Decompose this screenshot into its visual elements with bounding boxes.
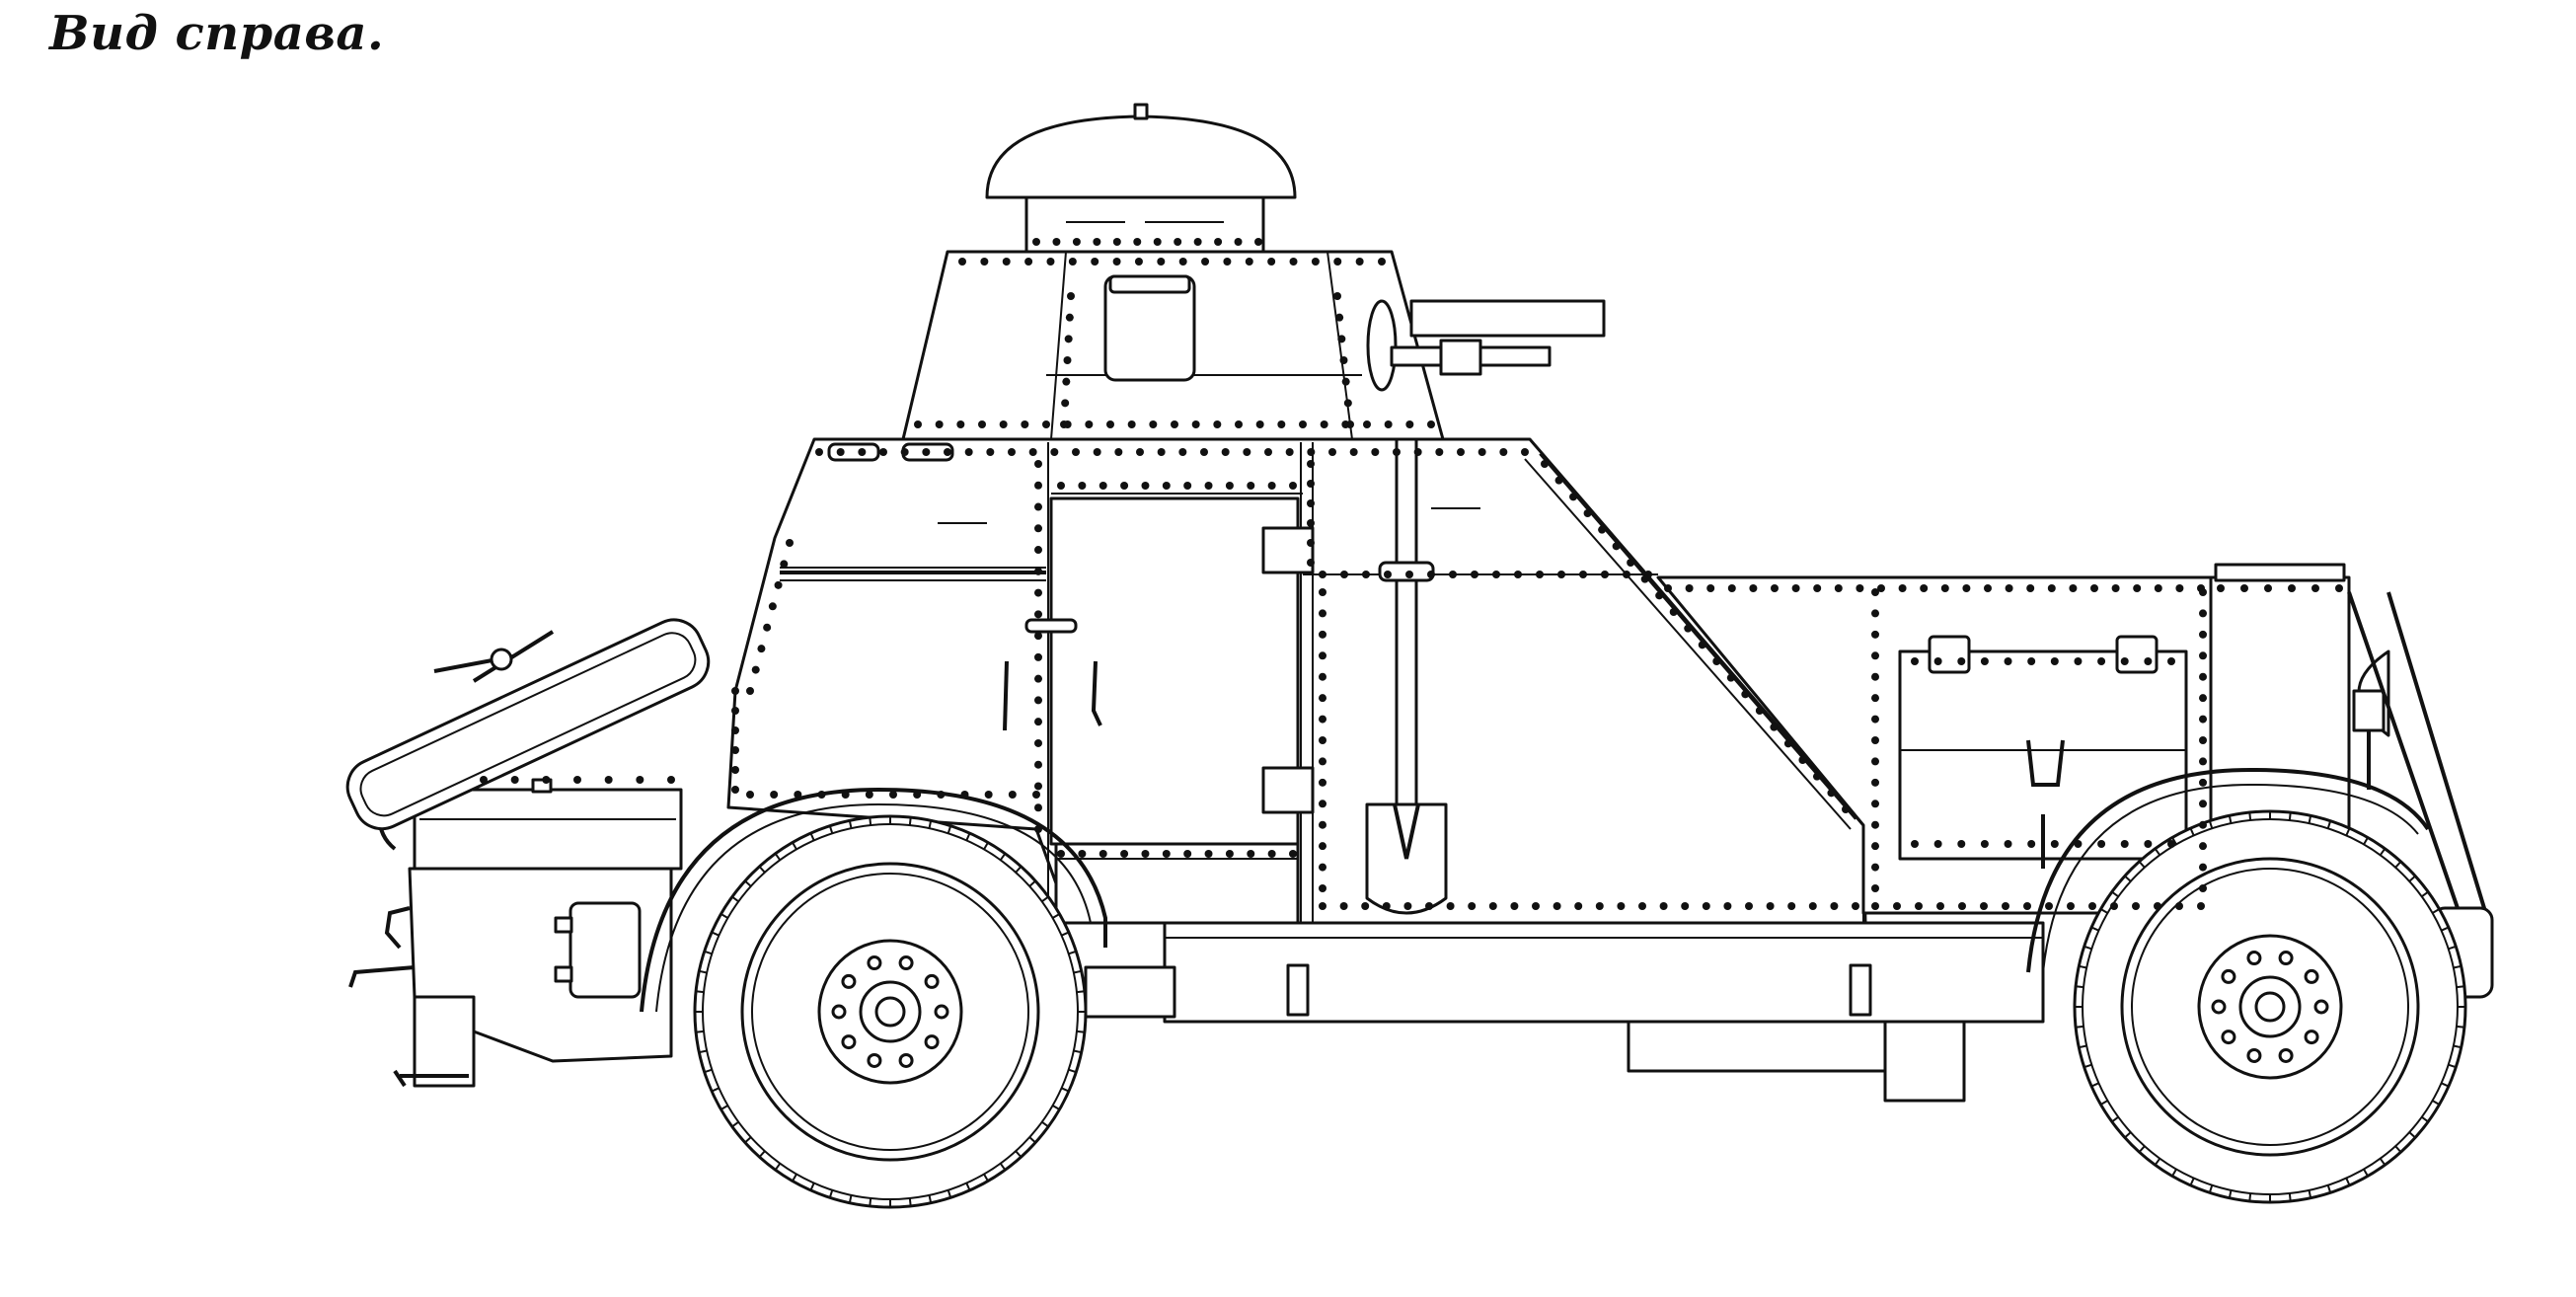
spare-wheel [345, 618, 711, 831]
turret [901, 103, 1606, 441]
rivet-pattern [480, 238, 2343, 910]
chassis-frame [1084, 921, 2045, 1103]
engine-hood [348, 778, 683, 1088]
rear-wheel [2073, 809, 2467, 1204]
tyre-tread-pattern [695, 811, 2465, 1207]
drawing-caption: Вид справа. [49, 6, 385, 61]
front-wheel [693, 814, 1088, 1209]
